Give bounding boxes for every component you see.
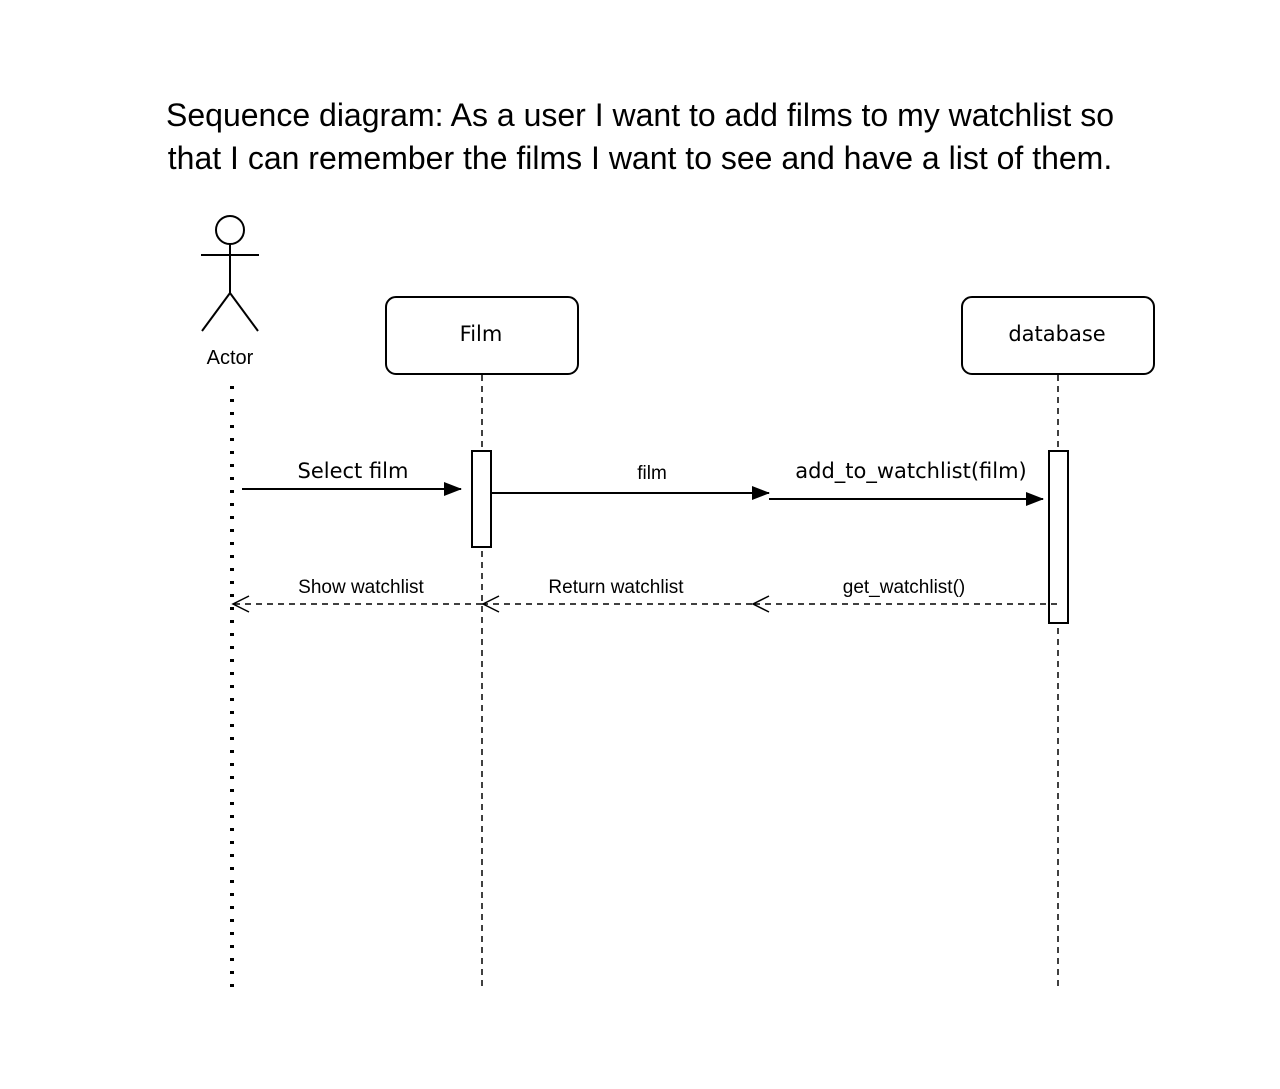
database-activation-bar xyxy=(1048,450,1069,624)
title-line-1: Sequence diagram: As a user I want to ad… xyxy=(166,97,1114,133)
message-film-label: film xyxy=(637,463,667,484)
title-line-2: that I can remember the films I want to … xyxy=(167,140,1113,176)
message-show-watchlist-arrowhead xyxy=(231,595,250,613)
message-get-watchlist-label: get_watchlist() xyxy=(843,577,966,598)
participant-database: database xyxy=(961,296,1155,375)
participant-database-box xyxy=(961,296,1155,375)
actor-label: Actor xyxy=(207,347,254,369)
message-show-watchlist-label: Show watchlist xyxy=(298,577,424,598)
participant-database-label: database xyxy=(1008,322,1105,346)
message-add-to-watchlist: add_to_watchlist(film) xyxy=(769,459,1044,506)
participant-film: Film xyxy=(385,296,579,375)
message-return-watchlist-label: Return watchlist xyxy=(548,577,684,598)
message-return-watchlist: Return watchlist xyxy=(481,577,752,613)
message-get-watchlist: get_watchlist() xyxy=(751,577,1057,613)
actor-right-leg xyxy=(229,292,259,332)
message-film: film xyxy=(491,463,770,500)
actor-head xyxy=(215,215,245,245)
message-return-watchlist-arrowhead xyxy=(481,595,500,613)
film-activation-bar xyxy=(471,450,492,548)
actor-left-leg xyxy=(201,292,231,332)
diagram-title: Sequence diagram: As a user I want to ad… xyxy=(0,94,1280,180)
actor: Actor xyxy=(201,215,259,369)
participant-film-box xyxy=(385,296,579,375)
message-select-film-label: Select film xyxy=(298,459,409,483)
message-add-to-watchlist-label: add_to_watchlist(film) xyxy=(795,459,1027,484)
participant-film-label: Film xyxy=(460,322,503,346)
message-get-watchlist-arrowhead xyxy=(751,595,770,613)
message-select-film: Select film xyxy=(242,459,462,496)
message-show-watchlist: Show watchlist xyxy=(231,577,482,613)
